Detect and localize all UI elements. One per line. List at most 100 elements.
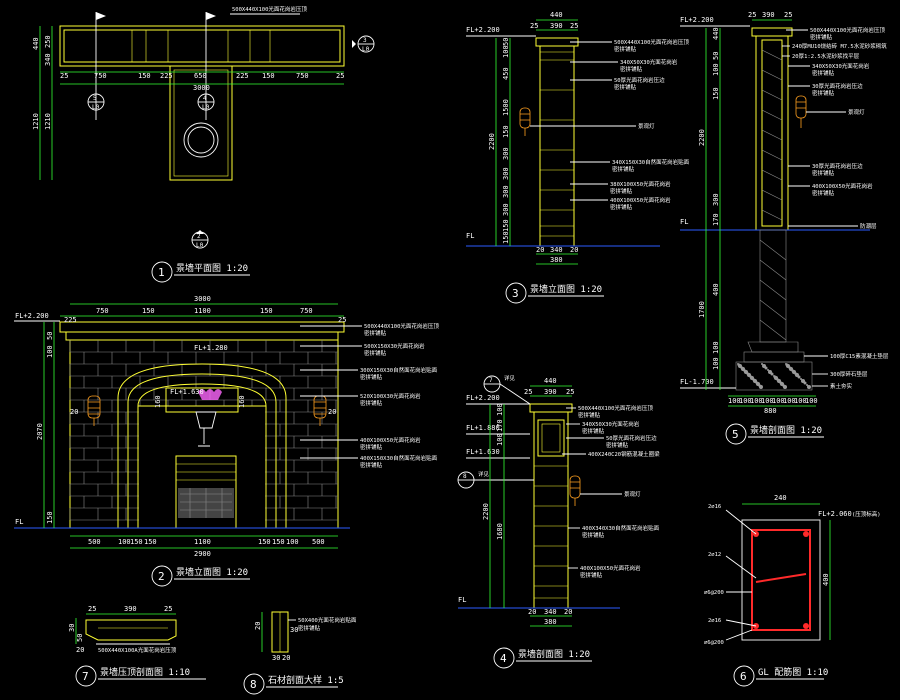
elev3-title-number: 3 bbox=[512, 287, 519, 300]
sec7-title-number: 7 bbox=[82, 670, 89, 683]
svg-text:密拼铺贴: 密拼铺贴 bbox=[620, 65, 643, 73]
svg-text:密拼铺贴: 密拼铺贴 bbox=[298, 624, 321, 632]
svg-text:340: 340 bbox=[550, 246, 563, 254]
svg-text:7: 7 bbox=[489, 377, 493, 384]
svg-text:20: 20 bbox=[528, 608, 536, 616]
svg-text:150: 150 bbox=[502, 125, 510, 138]
svg-text:750: 750 bbox=[96, 307, 109, 315]
svg-text:340X50X30光面花岗岩: 340X50X30光面花岗岩 bbox=[620, 58, 678, 66]
svg-text:密拼铺贴: 密拼铺贴 bbox=[614, 45, 637, 53]
sec5-left-dims: 440 50 100 150 2200 300 170 1700 400 100… bbox=[698, 27, 720, 370]
svg-text:150: 150 bbox=[46, 511, 54, 524]
sec4-coping bbox=[529, 403, 573, 413]
plan-title-number: 1 bbox=[158, 266, 165, 279]
svg-text:400X100X50光面花岗岩: 400X100X50光面花岗岩 bbox=[580, 564, 641, 572]
elev2-title: 景墙立面图 1:20 bbox=[176, 566, 248, 578]
svg-text:100: 100 bbox=[739, 397, 752, 405]
svg-text:160: 160 bbox=[154, 395, 162, 408]
svg-text:100: 100 bbox=[728, 397, 741, 405]
svg-text:30: 30 bbox=[290, 626, 298, 634]
svg-text:25: 25 bbox=[570, 22, 578, 30]
svg-text:L0: L0 bbox=[202, 104, 210, 111]
section-flag-icon bbox=[206, 12, 216, 20]
svg-text:440: 440 bbox=[550, 11, 563, 19]
svg-text:100: 100 bbox=[286, 538, 299, 546]
svg-text:150: 150 bbox=[502, 231, 510, 244]
wall-lamp-icon bbox=[569, 475, 581, 506]
svg-text:150: 150 bbox=[502, 219, 510, 232]
gl6-beam-section bbox=[741, 519, 821, 641]
elev2-top-total: 3000 bbox=[194, 295, 211, 303]
urn-icon bbox=[195, 411, 217, 447]
svg-text:100: 100 bbox=[783, 397, 796, 405]
svg-text:密拼铺贴: 密拼铺贴 bbox=[606, 441, 629, 449]
elev2-title-number: 2 bbox=[158, 570, 165, 583]
svg-text:密拼铺贴: 密拼铺贴 bbox=[582, 531, 605, 539]
svg-text:20: 20 bbox=[536, 246, 544, 254]
svg-text:20: 20 bbox=[254, 622, 262, 630]
wall-section-drawing: FL+2.200 FL FL-1.700 25 390 25 440 50 10… bbox=[680, 11, 889, 445]
svg-text:(压顶标高): (压顶标高) bbox=[852, 510, 881, 518]
svg-text:750: 750 bbox=[94, 72, 107, 80]
svg-text:2200: 2200 bbox=[482, 503, 490, 520]
side-elevation-drawing: FL+2.200 FL 440 25 390 25 2200 50 100 45… bbox=[466, 11, 690, 304]
svg-text:340: 340 bbox=[44, 53, 52, 66]
svg-text:1210: 1210 bbox=[32, 113, 40, 130]
svg-text:L0: L0 bbox=[92, 104, 100, 111]
svg-text:100: 100 bbox=[712, 341, 720, 354]
svg-text:440: 440 bbox=[712, 27, 720, 40]
svg-text:2⌀16: 2⌀16 bbox=[708, 618, 721, 624]
svg-text:50: 50 bbox=[76, 634, 84, 642]
svg-text:密拼铺贴: 密拼铺贴 bbox=[360, 399, 383, 407]
elev2-arch-outer bbox=[117, 363, 287, 528]
svg-text:150: 150 bbox=[258, 538, 271, 546]
plan-drawing: 500X440X100光面花岗岩压顶 25 750 150 225 650 22… bbox=[32, 5, 375, 283]
sec5-bottom-dims: 100 100 100 100 100 100 100 100 bbox=[728, 397, 818, 405]
svg-text:⌀6@200: ⌀6@200 bbox=[704, 590, 724, 596]
svg-text:150: 150 bbox=[260, 307, 273, 315]
svg-text:1210: 1210 bbox=[44, 113, 52, 130]
sec5-pillar bbox=[755, 35, 789, 231]
svg-text:170: 170 bbox=[712, 213, 720, 226]
svg-text:340X50X30光面花岗岩: 340X50X30光面花岗岩 bbox=[582, 420, 640, 428]
wall-lamp-icon bbox=[313, 395, 327, 426]
wall-lamp-icon bbox=[795, 95, 807, 128]
svg-text:225: 225 bbox=[236, 72, 249, 80]
svg-text:100: 100 bbox=[805, 397, 818, 405]
svg-text:密拼铺贴: 密拼铺贴 bbox=[612, 165, 635, 173]
svg-text:500X150X30光面花岗岩: 500X150X30光面花岗岩 bbox=[364, 342, 425, 350]
svg-text:300: 300 bbox=[502, 147, 510, 160]
svg-text:20: 20 bbox=[570, 246, 578, 254]
svg-text:密拼铺贴: 密拼铺贴 bbox=[364, 349, 387, 357]
svg-text:2070: 2070 bbox=[36, 423, 44, 440]
sec8-title-number: 8 bbox=[250, 678, 257, 691]
plan-bottom-dims: 25 750 150 225 650 225 150 750 25 bbox=[60, 72, 344, 80]
elev2-level-1: FL+1.280 bbox=[194, 344, 228, 352]
svg-text:400X100X50光面花岗岩: 400X100X50光面花岗岩 bbox=[360, 436, 421, 444]
elev2-arch-inner bbox=[137, 383, 267, 528]
svg-text:密拼铺贴: 密拼铺贴 bbox=[610, 187, 633, 195]
gl6-rebar-labels: 2⌀16 2⌀12 ⌀6@200 2⌀16 ⌀6@200 bbox=[704, 504, 757, 646]
wall-lamp-icon bbox=[519, 107, 531, 136]
section-callout-2: 2L0 bbox=[191, 230, 209, 249]
svg-text:1100: 1100 bbox=[194, 538, 211, 546]
section-callout-4: 4L0 bbox=[197, 93, 215, 111]
svg-text:150: 150 bbox=[142, 307, 155, 315]
svg-text:500X440X100光面花岗岩压顶: 500X440X100光面花岗岩压顶 bbox=[614, 38, 689, 46]
svg-text:390: 390 bbox=[544, 388, 557, 396]
svg-text:4: 4 bbox=[203, 95, 207, 102]
svg-text:2200: 2200 bbox=[488, 133, 496, 150]
sec4-title-number: 4 bbox=[500, 652, 507, 665]
svg-text:50厚光面花岗岩压边: 50厚光面花岗岩压边 bbox=[606, 434, 657, 442]
svg-text:400X240C20钢筋混凝土圈梁: 400X240C20钢筋混凝土圈梁 bbox=[588, 450, 660, 458]
stone-detail-drawing: 20 30 20 30 50X400光面花岗岩贴面 密拼铺贴 8 石材剖面大样 … bbox=[243, 611, 357, 695]
elev2-level-2: FL+1.630 bbox=[170, 388, 204, 396]
svg-text:500X440X100光面花岗岩压顶: 500X440X100光面花岗岩压顶 bbox=[810, 26, 885, 34]
svg-text:100: 100 bbox=[750, 397, 763, 405]
svg-text:390: 390 bbox=[762, 11, 775, 19]
svg-text:300厚碎石垫层: 300厚碎石垫层 bbox=[830, 370, 868, 378]
svg-text:密拼铺贴: 密拼铺贴 bbox=[582, 427, 605, 435]
svg-text:300: 300 bbox=[502, 167, 510, 180]
